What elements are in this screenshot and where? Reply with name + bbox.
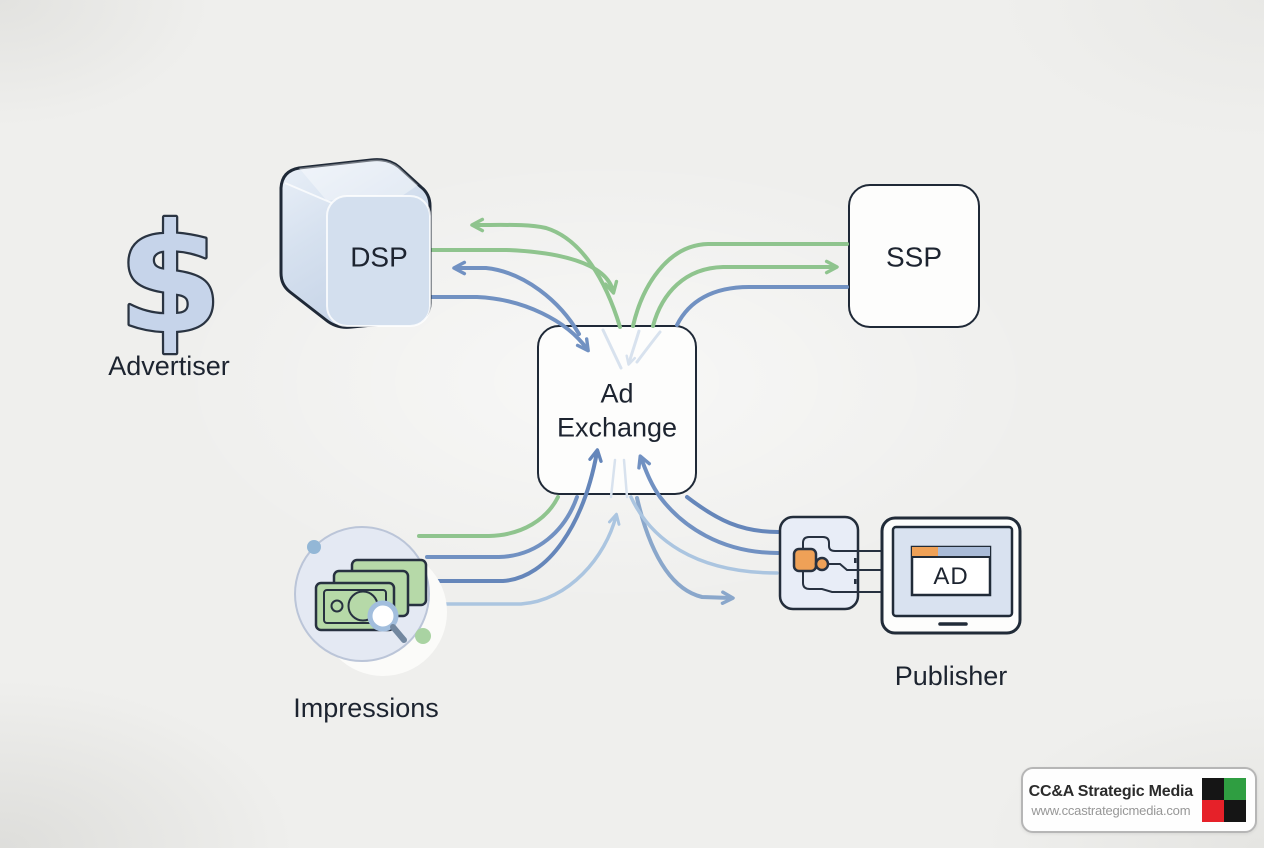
browser-top-bar-orange bbox=[912, 547, 938, 557]
magnifier-glass-icon bbox=[367, 600, 399, 632]
cube-edge-highlight bbox=[284, 182, 333, 204]
dollar-icon: $ bbox=[118, 193, 222, 367]
circuit-lines bbox=[802, 536, 882, 593]
magnifier-handle bbox=[390, 624, 407, 643]
line-adexchange-to-ssp-green-upper bbox=[631, 242, 849, 328]
line-impressions-to-adexchange-green bbox=[417, 495, 560, 538]
publisher-label: Publisher bbox=[894, 661, 1008, 692]
company-website: www.ccastrategicmedia.com bbox=[1031, 802, 1191, 818]
ad-tag-chip-icon bbox=[778, 515, 882, 611]
ssp-node-box bbox=[848, 184, 980, 328]
cube-top-face bbox=[299, 159, 418, 201]
blue-dot bbox=[307, 540, 321, 554]
arrow-dsp-to-adexchange-green bbox=[429, 248, 619, 295]
line-ssp-to-adexchange-blue bbox=[675, 285, 849, 327]
faint-line-1 bbox=[601, 328, 623, 370]
cube-front-face bbox=[326, 195, 431, 327]
faint-line-3 bbox=[635, 330, 662, 364]
arrow-impressions-to-adexchange-blue bbox=[434, 448, 603, 583]
dsp-cube-icon bbox=[279, 158, 432, 329]
impressions-icon bbox=[294, 526, 447, 676]
logo-square-red bbox=[1202, 800, 1224, 822]
arrow-publisher-to-adexchange-blue bbox=[637, 454, 780, 555]
dsp-label: DSP bbox=[350, 241, 408, 273]
faint-stem-1 bbox=[609, 458, 617, 499]
orange-node-dot bbox=[814, 556, 830, 572]
publisher-monitor-icon bbox=[880, 516, 1022, 635]
banknote-small-coin bbox=[330, 599, 344, 613]
arrow-adexchange-to-publisher-blue bbox=[635, 496, 735, 605]
advertiser-label: Advertiser bbox=[108, 351, 230, 382]
line-adexchange-to-adtag-light bbox=[629, 495, 779, 575]
logo-square-black-2 bbox=[1224, 800, 1246, 822]
ad-exchange-label: Ad Exchange bbox=[556, 378, 678, 442]
line-adexchange-to-adtag-blue-dark bbox=[685, 495, 780, 534]
ssp-label: SSP bbox=[885, 241, 943, 273]
arrow-adexchange-to-dsp-blue bbox=[452, 260, 581, 336]
faint-stem-2 bbox=[622, 458, 629, 499]
branding-card: CC&A Strategic Media www.ccastrategicmed… bbox=[1021, 767, 1257, 833]
logo-square-green bbox=[1224, 778, 1246, 800]
arrow-dsp-to-adexchange-blue bbox=[429, 295, 590, 353]
green-dot bbox=[415, 628, 431, 644]
arrow-adexchange-to-dsp-green bbox=[470, 217, 622, 329]
orange-square bbox=[792, 547, 818, 573]
impressions-label: Impressions bbox=[293, 693, 439, 724]
circuit-stitch-1 bbox=[854, 558, 857, 563]
ad-placeholder-label: AD bbox=[933, 563, 969, 590]
company-logo-icon bbox=[1202, 778, 1246, 822]
circuit-stitch-2 bbox=[854, 579, 857, 584]
company-name: CC&A Strategic Media bbox=[1028, 782, 1194, 800]
arrow-adexchange-to-ssp-green bbox=[651, 259, 839, 328]
branding-text: CC&A Strategic Media www.ccastrategicmed… bbox=[1028, 782, 1194, 818]
line-impressions-to-adexchange-blue bbox=[425, 495, 579, 559]
faint-arrow-2 bbox=[625, 329, 641, 366]
arrow-impressions-to-adexchange-light bbox=[443, 512, 621, 606]
arrows-layer bbox=[417, 217, 849, 606]
browser-top-bar bbox=[912, 547, 990, 557]
ad-exchange-node-box bbox=[537, 325, 697, 495]
logo-square-black-1 bbox=[1202, 778, 1224, 800]
